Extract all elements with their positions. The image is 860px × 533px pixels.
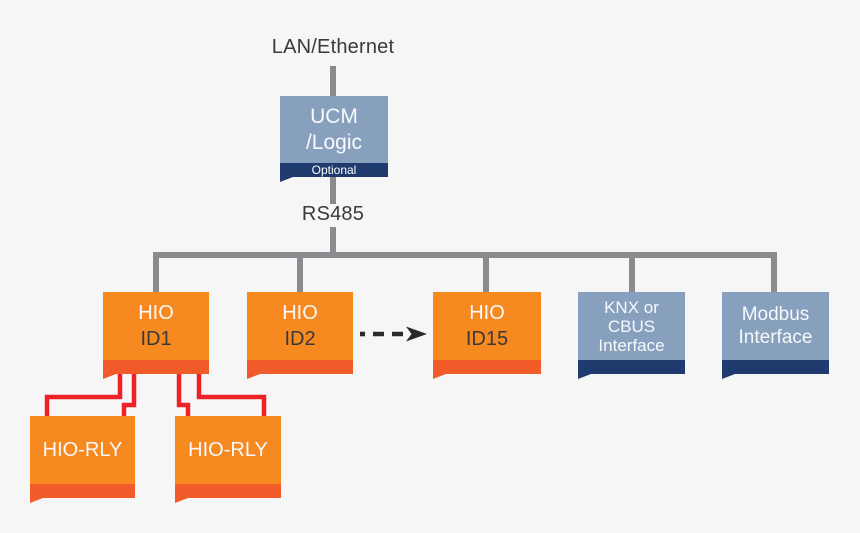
bus-drop-hio1-line — [153, 252, 159, 292]
lan-ethernet-label: LAN/Ethernet — [271, 36, 395, 58]
ucm-to-rs485-line — [330, 177, 336, 204]
rs485-label: RS485 — [301, 203, 365, 225]
knx-label-line3: Interface — [598, 335, 665, 355]
knx-ribbon — [578, 360, 685, 379]
knx-label-line1: KNX or — [604, 297, 659, 317]
knx-cbus-interface-node: KNX or CBUS Interface — [578, 292, 685, 379]
ucm-logic-node: UCM /Logic Optional — [280, 96, 388, 182]
rly2-ribbon — [175, 484, 281, 503]
hio15-ribbon — [433, 360, 541, 379]
bus-drop-knx-line — [629, 252, 635, 292]
modbus-interface-node: Modbus Interface — [722, 292, 829, 379]
hio15-label-line2: ID15 — [465, 328, 509, 350]
hio-id2-node: HIO ID2 — [247, 292, 353, 379]
ucm-label-line1: UCM — [310, 104, 358, 128]
rly1-label: HIO-RLY — [42, 439, 123, 461]
hio1-label-line1: HIO — [138, 302, 174, 324]
modbus-label-line2: Interface — [738, 327, 813, 348]
bus-drop-hio2-line — [297, 252, 303, 292]
ellipsis-arrow-icon — [360, 326, 427, 342]
lan-to-ucm-line — [330, 66, 336, 96]
bus-drop-hio15-line — [483, 252, 489, 292]
hio-id15-node: HIO ID15 — [433, 292, 541, 379]
rs485-to-bus-line — [330, 227, 336, 254]
hio2-label-line1: HIO — [282, 302, 318, 324]
hio-rly1-node: HIO-RLY — [30, 416, 135, 503]
hio-rly2-node: HIO-RLY — [175, 416, 281, 503]
bus-drop-modbus-line — [771, 252, 777, 292]
rly1-ribbon — [30, 484, 135, 503]
modbus-label-line1: Modbus — [741, 304, 810, 325]
ucm-label-line2: /Logic — [305, 130, 363, 154]
hio2-label-line2: ID2 — [284, 328, 316, 350]
hio15-label-line1: HIO — [469, 302, 505, 324]
hio1-label-line2: ID1 — [140, 328, 172, 350]
rly2-label: HIO-RLY — [188, 439, 268, 461]
hio-id1-node: HIO ID1 — [103, 292, 209, 379]
knx-label-line2: CBUS — [607, 316, 656, 336]
red-wire-lines — [44, 373, 267, 418]
rs485-bus-line — [153, 252, 777, 258]
modbus-ribbon — [722, 360, 829, 379]
